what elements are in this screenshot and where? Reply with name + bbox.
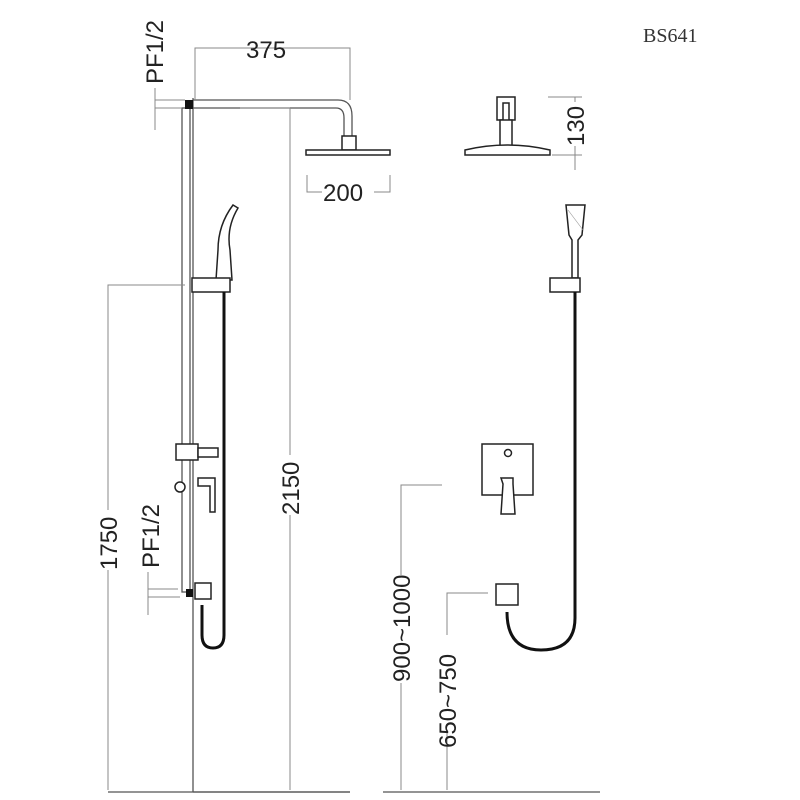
dim-inlet-top: PF1/2 [142,20,169,84]
hose [200,292,226,650]
dim-valve-height: 900~1000 [389,575,416,682]
front-view: 130 900~1000 650~750 [383,96,600,793]
rain-shower-head-front [464,144,551,156]
dim-outlet-height: 650~750 [435,654,462,748]
dim-arm-length: 375 [246,37,286,64]
dim-total-height: 2150 [278,462,305,515]
hand-shower-holder [191,277,231,293]
outlet-elbow-front [495,583,519,606]
mixer-handle [197,477,216,513]
mixer-handle-front [499,477,516,515]
hand-shower-holder-front [549,277,581,293]
rain-shower-head [305,149,391,156]
dim-head-drop: 130 [563,106,590,146]
hand-shower [215,204,240,281]
shower-arm [193,99,353,136]
side-view: 375 200 2150 1750 PF1/2 PF1/2 [96,20,391,793]
model-number: BS641 [643,25,697,47]
dim-inlet-bottom: PF1/2 [138,504,165,568]
outlet-elbow [194,582,212,600]
dim-head-diameter: 200 [323,180,363,207]
dim-rail-height: 1750 [96,517,123,570]
top-inlet-fitting [185,100,193,109]
hand-shower-front [565,204,586,279]
hose-front [505,292,577,652]
